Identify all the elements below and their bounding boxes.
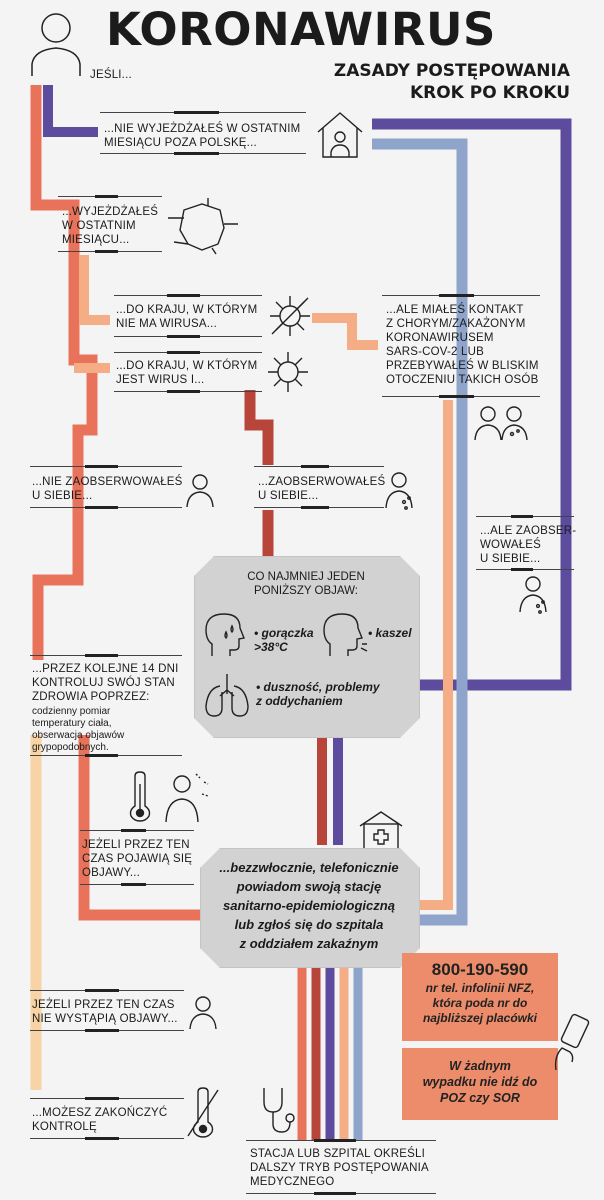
rule (80, 829, 194, 832)
flow-lightorange-down (418, 400, 453, 910)
rule (254, 465, 384, 468)
thermometer-crossed-icon (186, 1086, 220, 1143)
person-icon (185, 472, 215, 513)
virus-crossed-icon (268, 294, 312, 343)
step-jezeli-pojawia: JEŻELI PRZEZ TEN CZAS POJAWIĄ SIĘ OBJAWY… (82, 839, 193, 879)
flow-purple-right (372, 118, 572, 691)
flow-darkred (244, 390, 274, 465)
rule (30, 465, 182, 468)
step-wyjezdzales: ...WYJEŻDŻAŁEŚ W OSTATNIM MIESIĄCU... (62, 206, 159, 246)
flow-orange-kontrola (78, 735, 212, 921)
sick-person-icon (384, 470, 418, 517)
flow-purple-top (43, 85, 98, 137)
page-title: KORONAWIRUS (106, 3, 496, 56)
step-ale-zaobserwowales: ...ALE ZAOBSER- WOWAŁEŚ U SIEBIE... (480, 525, 577, 565)
flow-orange-left (30, 85, 98, 660)
person-icon (28, 6, 84, 83)
rule (30, 1097, 184, 1100)
rule (382, 395, 540, 398)
rule (80, 883, 194, 886)
warning-box: W żadnym wypadku nie idź do POZ czy SOR (402, 1048, 558, 1120)
flow-lightblue (372, 138, 468, 926)
hotline-box: 800-190-590 nr tel. infolinii NFZ, która… (402, 953, 558, 1041)
flow-lightorange-novirus (79, 255, 110, 325)
step-kontroluj: ...PRZEZ KOLEJNE 14 DNI KONTROLUJ SWÓJ S… (32, 663, 179, 703)
step-mozesz-zakonczyc: ...MOŻESZ ZAKOŃCZYĆ KONTROLĘ (32, 1107, 168, 1133)
rule (476, 568, 574, 571)
house-person-icon (315, 110, 365, 165)
action-box (200, 848, 420, 968)
rule (254, 506, 384, 509)
symptom-fever: • gorączka >38°C (254, 626, 314, 654)
rule (100, 111, 306, 114)
rule (114, 294, 262, 297)
rule (246, 1192, 436, 1195)
step-jezeli-nie-wystapia: JEŻELI PRZEZ TEN CZAS NIE WYSTĄPIĄ OBJAW… (32, 999, 178, 1025)
stethoscope-icon (258, 1086, 298, 1141)
rule (30, 506, 182, 509)
action-text: ...bezzwłocznie, telefonicznie powiadom … (219, 860, 399, 951)
person-icon (188, 994, 218, 1035)
step-kraj-bez-wirusa: ...DO KRAJU, W KTÓRYM NIE MA WIRUSA... (116, 304, 258, 330)
step-kontakt: ...ALE MIAŁEŚ KONTAKT Z CHORYM/ZAKAŻONYM… (386, 304, 539, 386)
rule (30, 1137, 184, 1140)
rule (30, 654, 182, 657)
step-stacja-okresli: STACJA LUB SZPITAL OKREŚLI DALSZY TRYB P… (250, 1148, 429, 1188)
rule (30, 989, 184, 992)
rule (382, 294, 540, 297)
rule (100, 152, 306, 155)
head-fever-icon (202, 610, 246, 663)
rule (114, 335, 262, 338)
rule (30, 1029, 184, 1032)
step-kraj-z-wirusem: ...DO KRAJU, W KTÓRYM JEST WIRUS I... (116, 360, 258, 386)
rule (58, 195, 162, 198)
step-zaobserwowales: ...ZAOBSERWOWAŁEŚ U SIEBIE... (258, 476, 386, 502)
contact-people-icon (472, 402, 530, 447)
lungs-icon (202, 672, 252, 725)
rule (58, 250, 162, 253)
step-nie-zaobserwowales: ...NIE ZAOBSERWOWAŁEŚ U SIEBIE... (32, 476, 183, 502)
map-poland-icon (168, 198, 238, 261)
symptoms-heading: CO NAJMNIEJ JEDEN PONIŻSZY OBJAW: (247, 571, 365, 597)
page-subtitle: ZASADY POSTĘPOWANIA KROK PO KROKU (333, 61, 570, 103)
thermometer-icon (126, 770, 154, 827)
step-nie-wyjezdzales: ...NIE WYJEŻDŻAŁEŚ W OSTATNIM MIESIĄCU P… (104, 123, 301, 149)
symptom-cough: • kaszel (368, 626, 412, 640)
flow-lightorange-contact (312, 313, 378, 350)
phone-hand-icon (552, 1012, 592, 1077)
rule (476, 515, 574, 518)
rule (114, 351, 262, 354)
sick-person-icon (518, 574, 552, 621)
hotline-number: 800-190-590 (431, 960, 529, 979)
virus-icon (266, 350, 310, 399)
step-jesli: JEŚLI... (90, 69, 132, 81)
rule (30, 754, 182, 757)
sick-person-icon (160, 768, 212, 829)
symptom-dyspnea: • duszność, problemy z oddychaniem (256, 680, 380, 708)
rule (246, 1139, 436, 1142)
head-cough-icon (320, 610, 370, 663)
kontroluj-details: codzienny pomiar temperatury ciała, obse… (32, 706, 125, 753)
rule (114, 390, 262, 393)
